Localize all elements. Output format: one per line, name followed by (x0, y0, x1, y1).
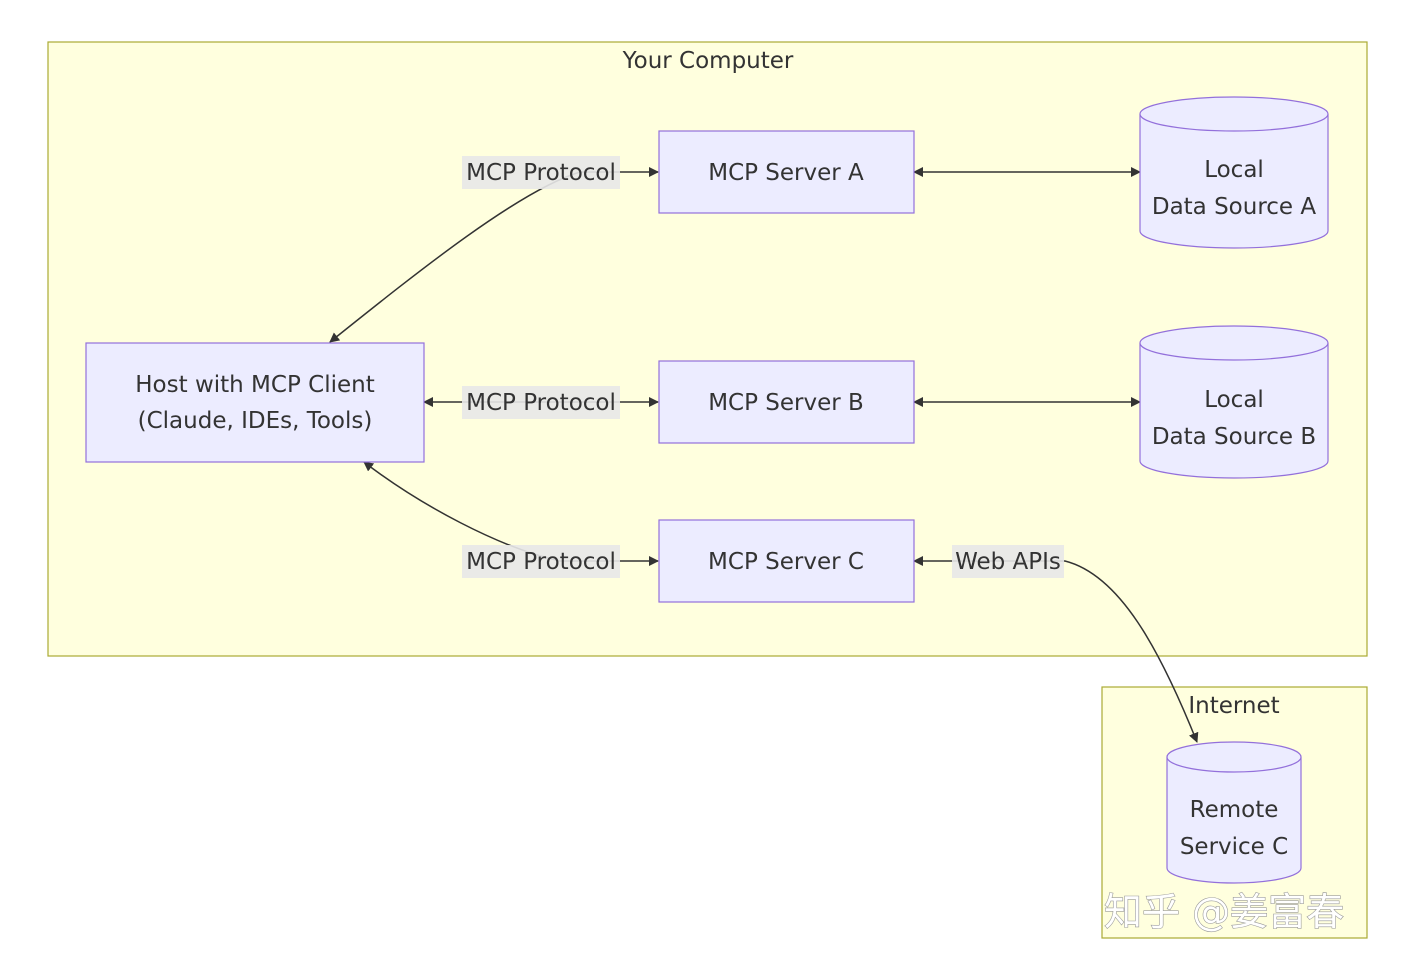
edge-label-web-apis: Web APIs (952, 545, 1064, 578)
node-data-source-b: Local Data Source B (1139, 325, 1329, 479)
edge-server-c-remote (913, 556, 1199, 743)
node-host: Host with MCP Client (Claude, IDEs, Tool… (85, 342, 425, 463)
node-remote-service-c-line-1: Remote (1190, 797, 1279, 823)
node-data-source-a-line-1: Local (1204, 157, 1264, 183)
node-host-line-2: (Claude, IDEs, Tools) (138, 408, 373, 434)
node-data-source-b-line-1: Local (1204, 387, 1264, 413)
group-internet-label: Internet (1188, 693, 1279, 719)
node-server-b-label: MCP Server B (708, 390, 864, 416)
node-server-c-label: MCP Server C (708, 549, 864, 575)
node-host-line-1: Host with MCP Client (135, 372, 374, 398)
group-your-computer-label: Your Computer (622, 48, 794, 74)
watermark: 知乎 @姜富春 (1104, 890, 1344, 934)
node-data-source-a-line-2: Data Source A (1152, 194, 1317, 220)
edge-label-host-c: MCP Protocol (462, 545, 620, 578)
node-remote-service-c-line-2: Service C (1180, 834, 1288, 860)
edge-label-text: MCP Protocol (466, 160, 616, 186)
node-data-source-a: Local Data Source A (1139, 96, 1329, 249)
edge-label-text: MCP Protocol (466, 390, 616, 416)
node-server-a: MCP Server A (658, 130, 915, 214)
node-remote-service-c: Remote Service C (1166, 741, 1302, 884)
edge-label-text: MCP Protocol (466, 549, 616, 575)
edge-label-host-a: MCP Protocol (462, 156, 620, 189)
node-data-source-b-line-2: Data Source B (1152, 424, 1316, 450)
edge-label-text: Web APIs (955, 549, 1061, 575)
node-server-a-label: MCP Server A (708, 160, 864, 186)
node-server-c: MCP Server C (658, 519, 915, 603)
node-server-b: MCP Server B (658, 360, 915, 444)
edge-label-host-b: MCP Protocol (462, 386, 620, 419)
